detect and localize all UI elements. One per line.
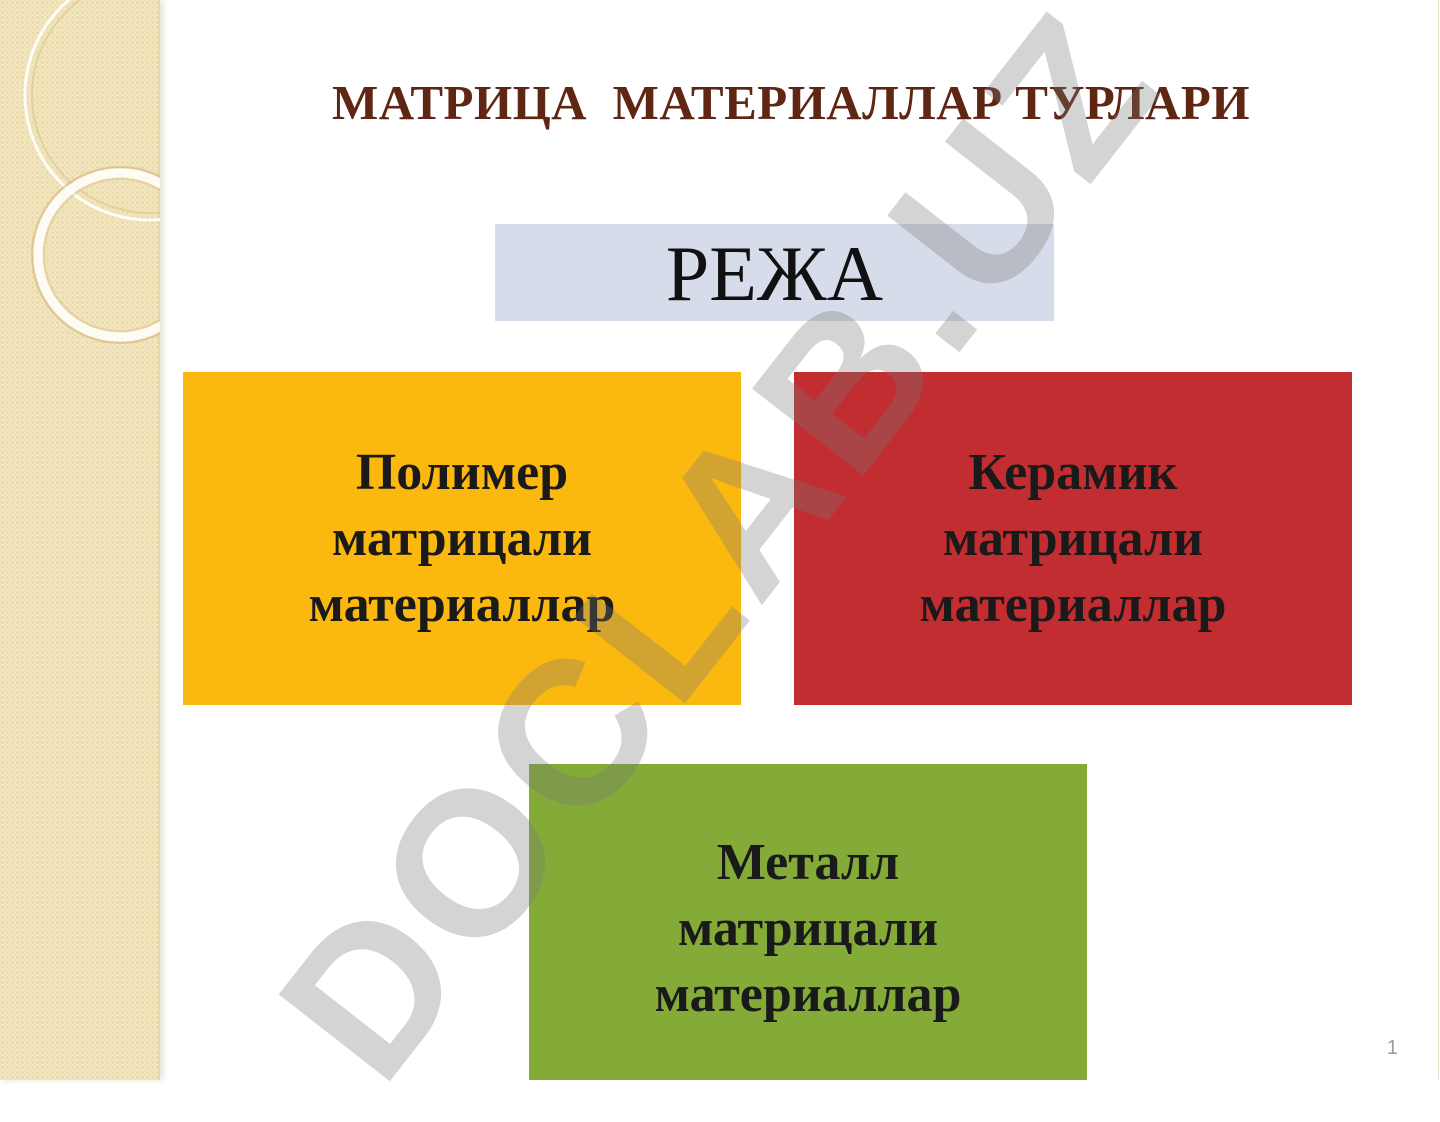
slide-title: МАТРИЦА МАТЕРИАЛЛАР ТУРЛАРИ [332, 75, 1250, 130]
decorative-side-strip [0, 0, 160, 1080]
polymer-matrix-label: Полимер матрицали материаллар [308, 443, 616, 633]
decorative-rings [23, 0, 160, 344]
ceramic-matrix-box: Керамик матрицали материаллар [794, 372, 1352, 705]
metal-matrix-box: Металл матрицали материаллар [529, 764, 1087, 1080]
plan-heading: РЕЖА [495, 224, 1054, 321]
right-edge-line [1438, 0, 1439, 1080]
metal-matrix-label: Металл матрицали материаллар [654, 834, 962, 1023]
page-number: 1 [1386, 1037, 1398, 1059]
polymer-matrix-box: Полимер матрицали материаллар [183, 372, 741, 705]
ceramic-matrix-label: Керамик матрицали материаллар [919, 443, 1227, 633]
